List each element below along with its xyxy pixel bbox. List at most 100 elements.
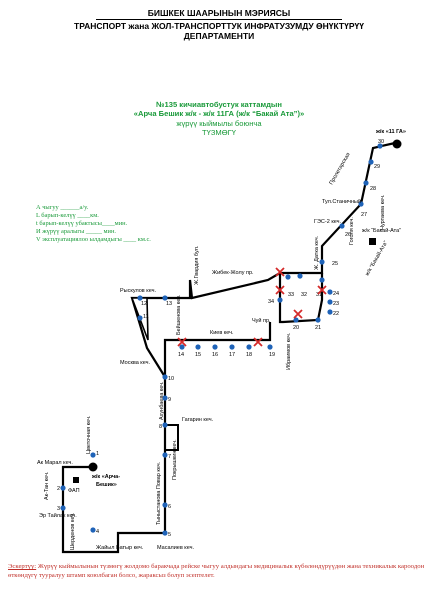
stop-32 [297, 273, 303, 279]
stop-label-1: 1 [96, 451, 99, 457]
blocked-mark-4 [275, 267, 285, 277]
header-line-2: ТРАНСПОРТ жана ЖОЛ-ТРАНСПОРТТУК ИНФРАТУЗ… [74, 21, 364, 31]
street-zhaiyl-batyr: Жайыл Батыр кеч. [96, 544, 144, 551]
bakai-ata-label: ж/к “Бакай-Ата” [362, 227, 401, 234]
stop-label-23: 23 [333, 301, 339, 307]
stop-label-8: 8 [159, 424, 162, 430]
stop-label-9: 9 [168, 397, 171, 403]
stop-10 [162, 374, 168, 380]
stop-34 [277, 297, 283, 303]
stop-24 [327, 289, 333, 295]
stop-label-32: 32 [301, 292, 307, 298]
stop-label-31: 31 [316, 292, 322, 298]
street-beishenova: Бейшенова кеч. [175, 294, 182, 335]
stop-label-21: 21 [315, 325, 321, 331]
stop-label-5: 5 [168, 532, 171, 538]
street-gvardiya: Ж.Гвардия бул. [194, 245, 200, 285]
route-title-line-4: ТҮЗМӨГҮ [201, 128, 237, 137]
street-ryskulov: Рыскулов кеч. [120, 288, 156, 294]
stop-label-12: 12 [141, 301, 147, 307]
street-tup-stanichny: Тул.Станичный [322, 198, 361, 205]
stop-label-14: 14 [178, 352, 184, 358]
stop-label-18: 18 [246, 352, 252, 358]
stop-18 [246, 344, 252, 350]
street-gagarin: Гагарин кеч. [182, 417, 214, 423]
street-masaliev: Масалиев кеч. [157, 545, 195, 551]
street-proletarskaya: Пролетарская [329, 152, 352, 186]
stop-30 [377, 143, 383, 149]
route-line-east [278, 273, 324, 324]
stop-29 [368, 159, 374, 165]
street-nurtaeva: Нуртаева кеч. [380, 194, 386, 230]
street-ges2: ГЭС-2 кеч. [314, 219, 342, 225]
stop-28 [363, 180, 369, 186]
fap-label: ФАП [68, 488, 80, 494]
stop-label-28: 28 [370, 186, 376, 192]
stop-label-4: 4 [96, 529, 99, 535]
bakai-ata-label-rotated: ж/к “Бакай-Ата” [364, 240, 390, 277]
footer-label: Эскертүү: [8, 563, 37, 570]
stop-label-11: 11 [143, 314, 149, 320]
stop-label-29: 29 [374, 164, 380, 170]
route-title-line-1: №135 кичиавтобустук каттамдын [156, 100, 282, 109]
terminal-north-label: ж/к «11 ГА» [375, 129, 406, 135]
stop-20 [293, 317, 299, 323]
stop-33 [285, 274, 291, 280]
stop-label-3: 3 [57, 506, 60, 512]
stop-8 [162, 422, 168, 428]
stop-label-15: 15 [195, 352, 201, 358]
street-ak-maral: Ак Марал кеч. [37, 460, 73, 466]
street-kiev: Киев кеч. [210, 330, 234, 336]
stop-label-10: 10 [168, 376, 174, 382]
stop-26 [339, 223, 345, 229]
street-gogol: Гоголя кеч. [349, 217, 355, 245]
stop-2 [60, 485, 66, 491]
info-speed: V эксплуатациялоо ылдамдыгы ____ км.с. [36, 236, 151, 243]
stop-label-27: 27 [361, 212, 367, 218]
blocked-mark-2 [253, 337, 263, 347]
blocked-mark-3 [275, 285, 285, 295]
street-tsvetochnaya: Цветочная кеч. [86, 415, 92, 454]
bakai-ata-marker [369, 238, 376, 245]
terminal-south-label-1: ж/к «Арча- [91, 474, 120, 480]
stop-9 [162, 395, 168, 401]
stop-7 [162, 452, 168, 458]
stop-6 [162, 502, 168, 508]
stops-layer: 1 2 3 4 5 6 7 8 9 10 11 12 13 14 15 16 1… [37, 129, 406, 551]
fap-marker [73, 477, 79, 483]
route-title-line-2: «Арча Бешик ж/к - ж/к 11ГА (ж/к “Бакай А… [133, 109, 305, 118]
stop-5 [162, 530, 168, 536]
stop-17 [229, 344, 235, 350]
street-chui: Чуй пр. [252, 317, 271, 324]
route-line [61, 141, 396, 554]
street-zhibek-zholu: Жибек-Жолу пр. [212, 270, 254, 276]
stop-25 [319, 259, 325, 265]
header-line-3: ДЕПАРТАМЕНТИ [183, 31, 255, 41]
stop-12 [137, 295, 143, 301]
stop-3 [60, 505, 66, 511]
street-ak-tan: Ак-Тан кеч. [44, 471, 50, 500]
stop-27 [358, 201, 364, 207]
stop-15 [195, 344, 201, 350]
route-line-middle [163, 322, 272, 377]
terminal-north-marker [392, 139, 402, 149]
footer-text: Жүрүү кыймылынын түзмөгү жолдомо баракча… [8, 563, 425, 579]
stop-22 [327, 309, 333, 315]
route-title-line-3: жүрүү кыймылы боюнча [176, 119, 262, 128]
route-line-loop [165, 424, 179, 451]
info-interval: И жүрүү аралыгы _____ мин. [36, 228, 116, 235]
stop-31 [319, 277, 325, 283]
blocked-markers [177, 267, 327, 347]
info-length: L барып-келүү ____км. [36, 212, 99, 219]
stop-label-30: 30 [378, 139, 384, 145]
stop-label-24: 24 [333, 291, 339, 297]
stop-11 [137, 315, 143, 321]
street-akhunbaeva: Ахунбаева кеч. [159, 381, 165, 420]
stop-4 [90, 527, 96, 533]
blocked-mark-5 [293, 309, 303, 319]
street-sherdenov: Шерденов кеч. [70, 512, 76, 550]
stop-16 [212, 344, 218, 350]
blocked-mark-6 [317, 285, 327, 295]
stop-label-25: 25 [332, 261, 338, 267]
stop-label-20: 20 [293, 325, 299, 331]
